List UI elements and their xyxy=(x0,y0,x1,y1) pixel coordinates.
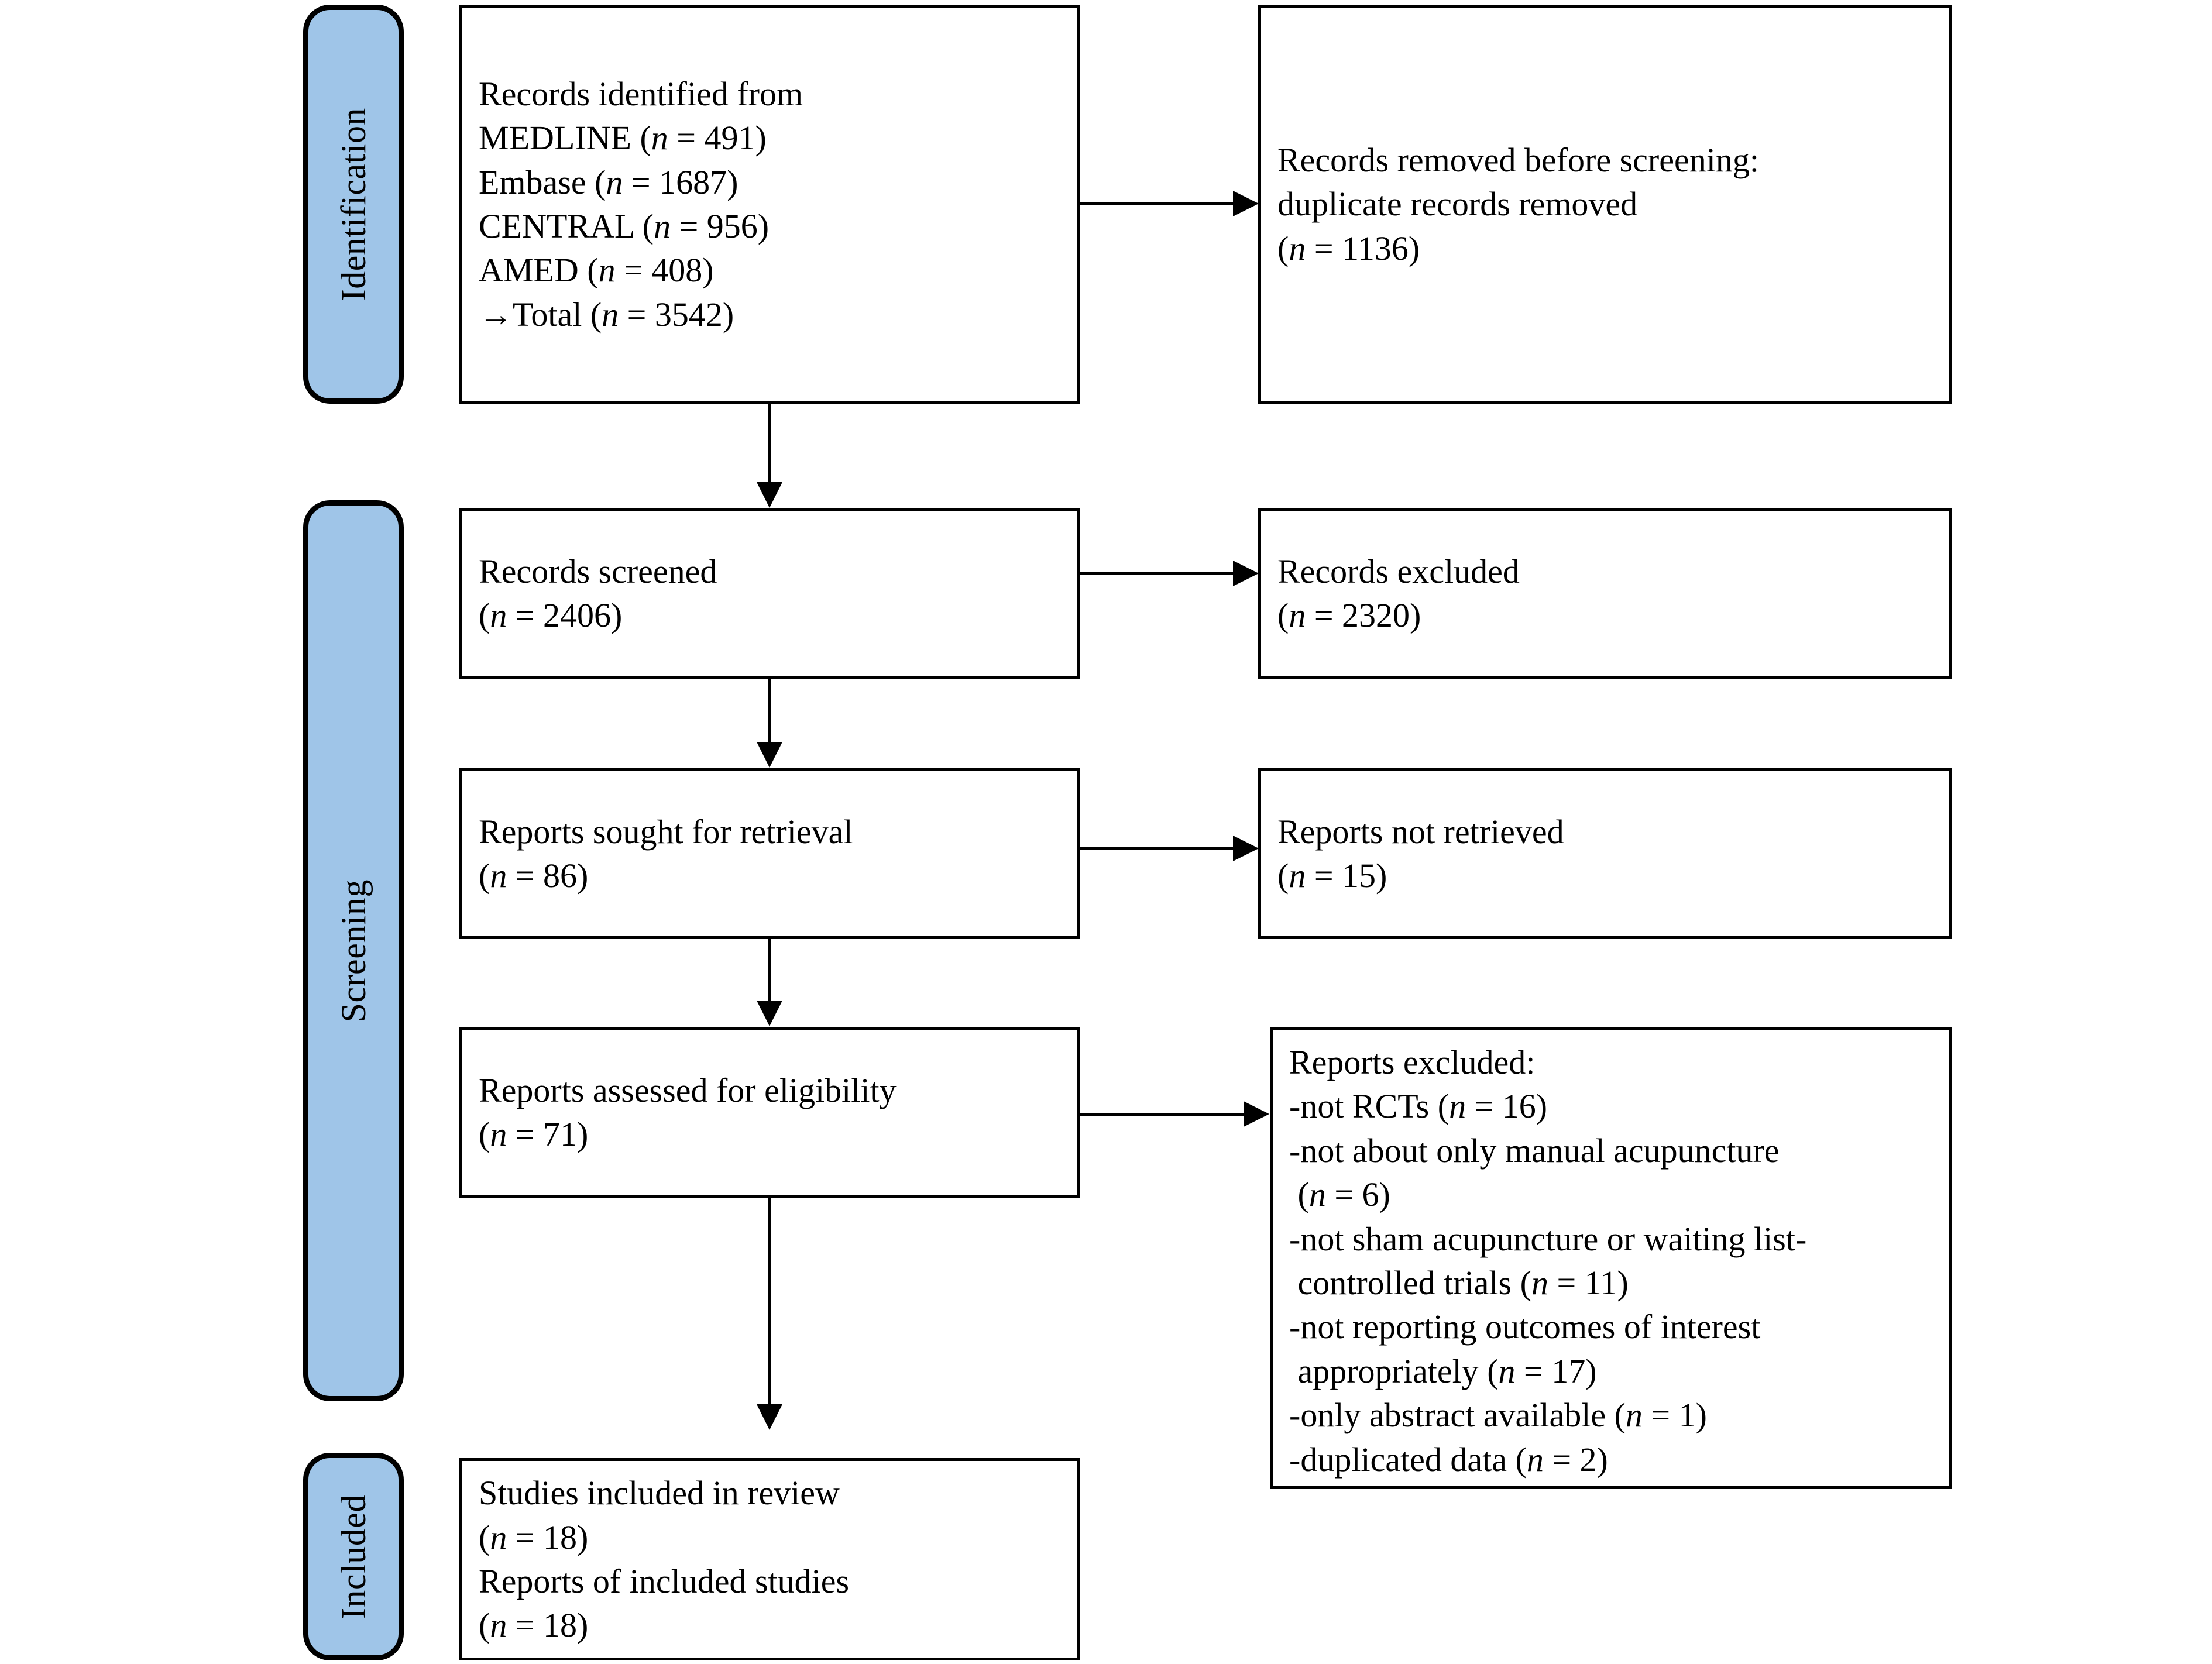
n-italic: n xyxy=(606,163,623,201)
line-reports-assessed: Reports assessed for eligibility xyxy=(479,1071,897,1109)
connector-sought-to-notretrieved-arrow xyxy=(1233,836,1259,861)
line-reports-of-included: Reports of included studies xyxy=(479,1562,850,1600)
line-removed-count: (n = 1136) xyxy=(1277,229,1420,267)
line-records-identified-from: Records identified from xyxy=(479,74,803,113)
box-records-identified-text: Records identified from MEDLINE (n = 491… xyxy=(462,72,1077,336)
line-screened-count: (n = 2406) xyxy=(479,596,623,634)
box-reports-sought: Reports sought for retrieval (n = 86) xyxy=(459,768,1080,939)
box-reports-assessed-text: Reports assessed for eligibility (n = 71… xyxy=(462,1068,1077,1157)
connector-sought-to-assessed-line xyxy=(768,939,771,1002)
connector-identified-to-removed-line xyxy=(1080,202,1233,205)
connector-sought-to-assessed-arrow xyxy=(757,1001,782,1026)
line-medline: MEDLINE (n = 491) xyxy=(479,119,767,157)
connector-assessed-to-included-line xyxy=(768,1198,771,1406)
box-reports-excluded-reasons-text: Reports excluded: -not RCTs (n = 16) -no… xyxy=(1273,1030,1949,1481)
connector-screened-to-sought-line xyxy=(768,679,771,744)
line-reports-sought: Reports sought for retrieval xyxy=(479,812,853,851)
line-central: CENTRAL (n = 956) xyxy=(479,207,770,245)
n-italic: n xyxy=(1498,1352,1516,1390)
stage-pill-included: Included xyxy=(303,1453,404,1660)
line-reports-excluded-heading: Reports excluded: xyxy=(1289,1043,1536,1081)
n-italic: n xyxy=(1625,1396,1643,1435)
reason-not-sham-acupuncture: -not sham acupuncture or waiting list- xyxy=(1289,1219,1807,1258)
connector-screened-to-sought-arrow xyxy=(757,742,782,768)
line-total: →Total (n = 3542) xyxy=(479,295,734,334)
stage-label-included: Included xyxy=(334,1494,373,1620)
line-records-excluded: Records excluded xyxy=(1277,552,1520,590)
line-studies-included-count: (n = 18) xyxy=(479,1518,589,1556)
n-italic: n xyxy=(1449,1087,1466,1126)
line-duplicate-records-removed: duplicate records removed xyxy=(1277,185,1638,224)
line-not-retrieved-count: (n = 15) xyxy=(1277,857,1387,895)
box-studies-included-text: Studies included in review (n = 18) Repo… xyxy=(462,1471,1077,1648)
reason-not-sham-acupuncture-count: controlled trials (n = 11) xyxy=(1289,1263,1629,1302)
connector-identified-to-screened-arrow xyxy=(757,482,782,508)
connector-screened-to-excluded-arrow xyxy=(1233,561,1259,586)
line-amed: AMED (n = 408) xyxy=(479,251,714,290)
connector-sought-to-notretrieved-line xyxy=(1080,847,1233,850)
box-records-screened: Records screened (n = 2406) xyxy=(459,508,1080,679)
n-italic: n xyxy=(1289,596,1306,634)
reason-duplicated-data: -duplicated data (n = 2) xyxy=(1289,1440,1608,1479)
connector-assessed-to-included-arrow xyxy=(757,1404,782,1430)
box-records-excluded: Records excluded (n = 2320) xyxy=(1258,508,1952,679)
n-italic: n xyxy=(490,1115,507,1153)
box-records-removed-text: Records removed before screening: duplic… xyxy=(1261,138,1949,270)
connector-screened-to-excluded-line xyxy=(1080,572,1233,575)
box-records-excluded-text: Records excluded (n = 2320) xyxy=(1261,549,1949,638)
n-italic: n xyxy=(654,207,671,245)
box-records-identified: Records identified from MEDLINE (n = 491… xyxy=(459,5,1080,404)
box-records-screened-text: Records screened (n = 2406) xyxy=(462,549,1077,638)
n-italic: n xyxy=(602,295,619,334)
reason-only-abstract: -only abstract available (n = 1) xyxy=(1289,1396,1707,1435)
reason-not-reporting-outcomes: -not reporting outcomes of interest xyxy=(1289,1308,1761,1346)
connector-identified-to-screened-line xyxy=(768,404,771,484)
line-reports-not-retrieved: Reports not retrieved xyxy=(1277,812,1564,851)
line-reports-of-included-count: (n = 18) xyxy=(479,1606,589,1645)
n-italic: n xyxy=(490,857,507,895)
n-italic: n xyxy=(651,119,668,157)
n-italic: n xyxy=(598,251,616,290)
box-reports-not-retrieved-text: Reports not retrieved (n = 15) xyxy=(1261,810,1949,898)
connector-assessed-to-reportsexcluded-arrow xyxy=(1244,1101,1269,1127)
connector-assessed-to-reportsexcluded-line xyxy=(1080,1113,1245,1116)
box-studies-included: Studies included in review (n = 18) Repo… xyxy=(459,1458,1080,1660)
stage-pill-identification: Identification xyxy=(303,5,404,404)
connector-identified-to-removed-arrow xyxy=(1233,191,1259,216)
n-italic: n xyxy=(490,1518,507,1556)
reason-not-manual-acupuncture: -not about only manual acupuncture xyxy=(1289,1131,1780,1170)
stage-label-identification: Identification xyxy=(334,107,373,301)
n-italic: n xyxy=(1526,1440,1544,1479)
line-embase: Embase (n = 1687) xyxy=(479,163,739,201)
reason-not-manual-acupuncture-count: (n = 6) xyxy=(1289,1175,1390,1214)
line-records-excluded-count: (n = 2320) xyxy=(1277,596,1421,634)
box-records-removed: Records removed before screening: duplic… xyxy=(1258,5,1952,404)
stage-label-screening: Screening xyxy=(334,879,373,1023)
line-assessed-count: (n = 71) xyxy=(479,1115,589,1153)
line-removed-before-screening: Records removed before screening: xyxy=(1277,140,1759,179)
line-sought-count: (n = 86) xyxy=(479,857,589,895)
n-italic: n xyxy=(1289,229,1306,267)
box-reports-sought-text: Reports sought for retrieval (n = 86) xyxy=(462,810,1077,898)
line-records-screened: Records screened xyxy=(479,552,717,590)
reason-not-rcts: -not RCTs (n = 16) xyxy=(1289,1087,1548,1126)
line-studies-included: Studies included in review xyxy=(479,1474,840,1512)
n-italic: n xyxy=(1289,857,1306,895)
box-reports-not-retrieved: Reports not retrieved (n = 15) xyxy=(1258,768,1952,939)
n-italic: n xyxy=(490,1606,507,1645)
n-italic: n xyxy=(490,596,507,634)
reason-not-reporting-outcomes-count: appropriately (n = 17) xyxy=(1289,1352,1597,1390)
box-reports-excluded-reasons: Reports excluded: -not RCTs (n = 16) -no… xyxy=(1270,1027,1952,1489)
n-italic: n xyxy=(1531,1263,1548,1302)
n-italic: n xyxy=(1308,1175,1326,1214)
stage-pill-screening: Screening xyxy=(303,500,404,1401)
box-reports-assessed: Reports assessed for eligibility (n = 71… xyxy=(459,1027,1080,1198)
